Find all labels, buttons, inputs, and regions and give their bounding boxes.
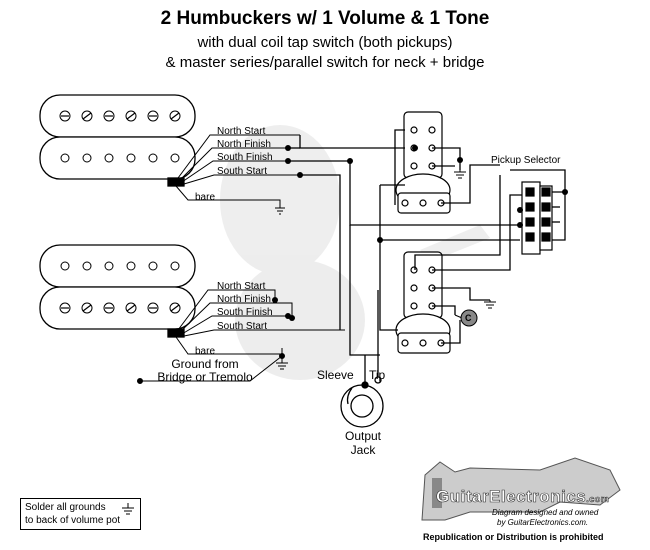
neck-south-start-label: South Start [217, 166, 268, 177]
republication-notice: Republication or Distribution is prohibi… [423, 532, 604, 542]
logo-name: GuitarElectronics [436, 487, 587, 507]
logo-suffix: .com [586, 494, 610, 505]
tone-push-pull-pot [395, 251, 451, 354]
humbucker-neck [39, 94, 196, 187]
bridge-south-start-label: South Start [217, 321, 268, 332]
neck-north-finish-label: North Finish [217, 139, 271, 150]
circuit-wires [288, 129, 566, 385]
note-line-1: Solder all grounds [25, 502, 106, 513]
neck-pickup-leads [175, 134, 300, 208]
bridge-south-finish-label: South Finish [217, 307, 273, 318]
neck-north-start-label: North Start [217, 126, 266, 137]
output-label: Output [344, 429, 382, 443]
ground-from-label: Ground from [171, 357, 239, 371]
jack-label: Jack [350, 443, 376, 457]
note-ground-symbol [122, 503, 134, 515]
neck-south-finish-label: South Finish [217, 152, 273, 163]
jack-sleeve-label: Sleeve [317, 368, 354, 382]
bridge-pickup-leads [175, 289, 345, 355]
solder-points [272, 145, 568, 321]
bridge-bare-label: bare [195, 346, 216, 357]
diagram-title: 2 Humbuckers w/ 1 Volume & 1 Tone [160, 8, 490, 29]
diagram-subtitle-1: with dual coil tap switch (both pickups) [197, 34, 453, 51]
capacitor-label: C [465, 313, 472, 323]
bridge-north-start-label: North Start [217, 281, 266, 292]
ground-symbols [454, 170, 496, 309]
neck-bare-ground [275, 207, 285, 215]
pickup-selector-switch [521, 181, 553, 255]
logo-credit-1: Diagram designed and owned [492, 508, 599, 517]
bridge-ground-wire [137, 348, 288, 384]
bridge-north-finish-label: North Finish [217, 294, 271, 305]
tone-capacitor [454, 309, 478, 327]
volume-push-pull-pot [395, 111, 451, 214]
grounding-note: Solder all grounds to back of volume pot [20, 498, 141, 530]
humbucker-bridge [39, 244, 196, 338]
bridge-or-tremolo-label: Bridge or Tremolo [157, 370, 253, 384]
diagram-subtitle-2: & master series/parallel switch for neck… [165, 54, 485, 71]
output-jack [340, 376, 384, 428]
logo-wordmark: GuitarElectronics.com [436, 487, 609, 507]
guitarelectronics-logo-art [421, 457, 621, 521]
note-line-2: to back of volume pot [25, 515, 121, 526]
neck-bare-label: bare [195, 192, 216, 203]
logo-credit-2: by GuitarElectronics.com. [497, 518, 589, 527]
pickup-selector-label: Pickup Selector [491, 155, 561, 166]
jack-tip-label: Tip [369, 368, 386, 382]
